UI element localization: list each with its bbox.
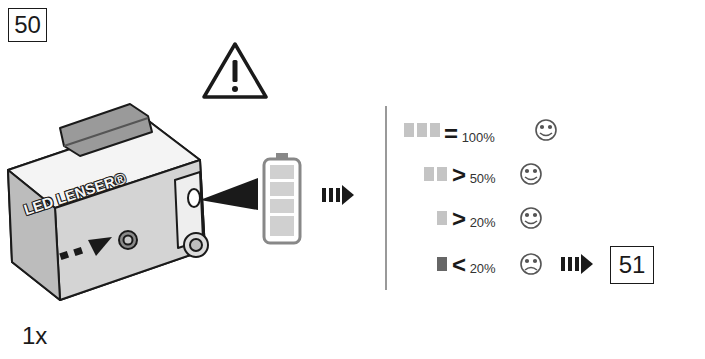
battery-pack (8, 104, 208, 300)
charge-level: > 50% (452, 163, 496, 187)
press-arrow (59, 237, 112, 260)
press-count: 1x (22, 324, 47, 348)
flow-arrow (322, 185, 354, 205)
flow-arrow (561, 254, 593, 274)
charge-level: < 20% (452, 253, 496, 277)
step-number-box: 50 (8, 8, 47, 42)
divider (385, 106, 386, 290)
step-number: 50 (14, 13, 41, 37)
battery-icon (264, 153, 300, 243)
smiley-faces (521, 120, 556, 274)
charge-level: > 20% (452, 207, 496, 231)
warning-triangle (204, 44, 266, 97)
step-number: 51 (619, 253, 646, 277)
charge-level: = 100% (444, 122, 495, 146)
level-squares (404, 123, 447, 271)
zoom-leader (200, 178, 258, 210)
step-number-box: 51 (610, 246, 654, 284)
